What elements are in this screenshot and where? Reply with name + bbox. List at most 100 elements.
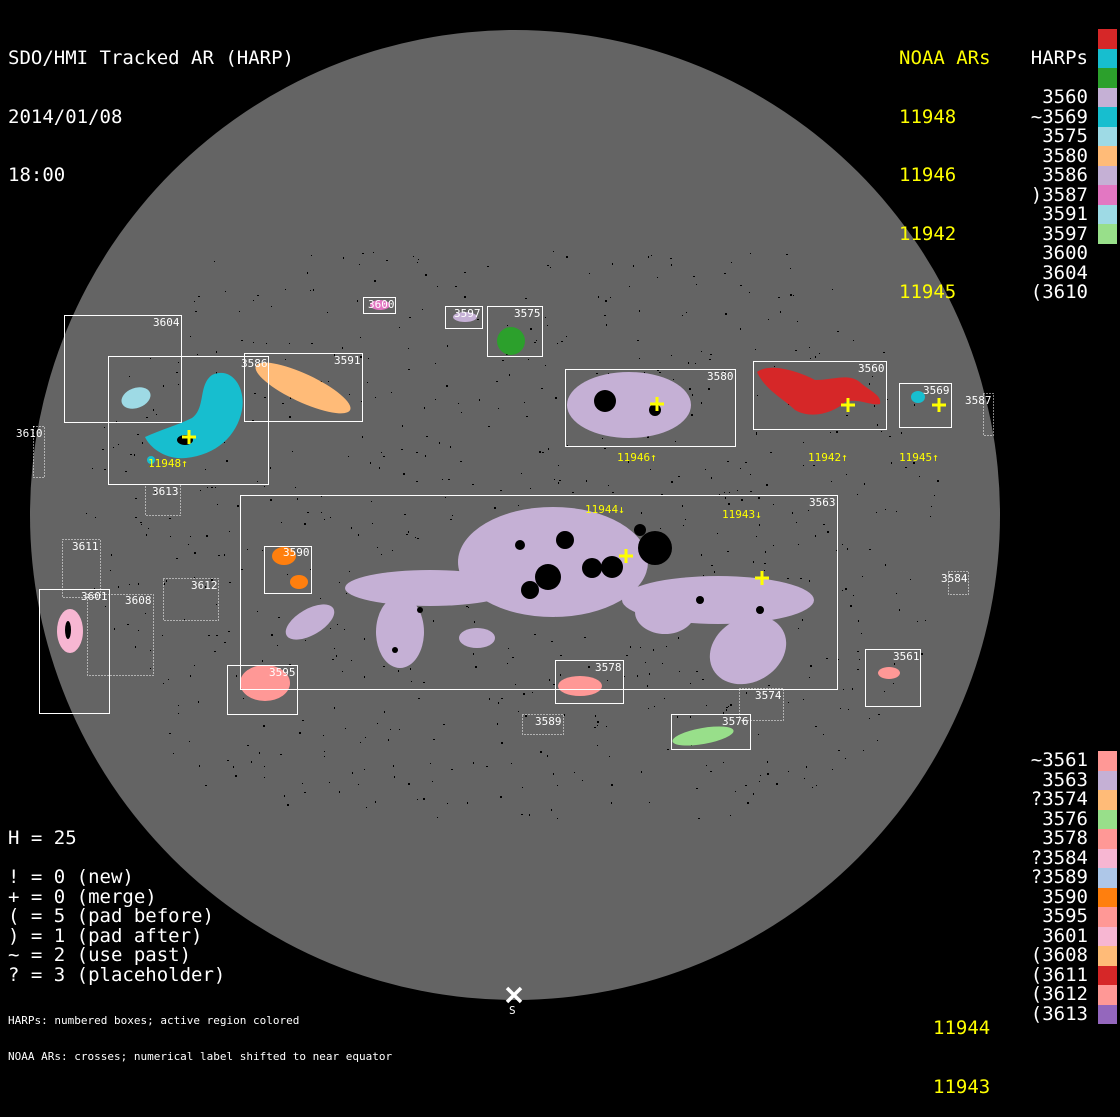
harp-box-3597[interactable] bbox=[445, 306, 483, 329]
flux-speck bbox=[375, 801, 376, 803]
flux-speck bbox=[225, 291, 226, 292]
flux-speck bbox=[433, 620, 434, 622]
flux-speck bbox=[773, 504, 774, 505]
flux-speck bbox=[345, 728, 346, 729]
harp-box-3560[interactable] bbox=[753, 361, 887, 430]
harp-box-3595[interactable] bbox=[227, 665, 298, 715]
harp-box-3610[interactable] bbox=[33, 426, 45, 478]
sunspots-3563 bbox=[392, 524, 764, 653]
flux-speck bbox=[691, 414, 693, 416]
harp-color-swatch bbox=[1098, 868, 1117, 888]
flux-speck bbox=[200, 490, 201, 491]
flux-speck bbox=[696, 671, 698, 672]
harp-legend-item: 3591 bbox=[1042, 203, 1088, 225]
active-region-3560 bbox=[757, 367, 881, 415]
flux-speck bbox=[507, 325, 508, 326]
flux-speck bbox=[853, 340, 854, 341]
flux-speck bbox=[262, 660, 263, 662]
harp-label: 3613 bbox=[152, 485, 179, 498]
flux-speck bbox=[842, 544, 843, 545]
flux-speck bbox=[740, 468, 741, 469]
harp-box-3561[interactable] bbox=[865, 649, 921, 707]
flux-speck bbox=[798, 628, 799, 629]
harp-label: 3597 bbox=[454, 307, 481, 320]
harp-label: 3604 bbox=[153, 316, 180, 329]
flux-speck bbox=[447, 345, 448, 347]
harp-box-3612[interactable] bbox=[163, 578, 219, 621]
flux-speck bbox=[719, 494, 720, 495]
flux-speck bbox=[558, 465, 559, 466]
flux-speck bbox=[342, 347, 343, 349]
harp-legend-item: 3590 bbox=[1042, 885, 1088, 908]
flux-speck bbox=[651, 255, 652, 256]
harp-box-3608[interactable] bbox=[87, 594, 154, 676]
flux-speck bbox=[637, 340, 639, 341]
flux-speck bbox=[409, 317, 411, 318]
flux-speck bbox=[332, 659, 334, 660]
flux-speck bbox=[150, 358, 151, 359]
flux-speck bbox=[364, 638, 365, 640]
flux-speck bbox=[328, 381, 329, 382]
harp-box-3589[interactable] bbox=[522, 714, 564, 735]
harp-legend-item: 3576 bbox=[1042, 807, 1088, 830]
flux-speck bbox=[398, 670, 399, 672]
flux-speck bbox=[647, 436, 649, 438]
flux-speck bbox=[524, 402, 525, 403]
harp-box-3580[interactable] bbox=[565, 369, 736, 447]
harp-box-3563[interactable] bbox=[240, 495, 838, 690]
flux-speck bbox=[216, 372, 217, 374]
flux-speck bbox=[474, 621, 475, 623]
harp-legend-item: (3611 bbox=[1030, 963, 1088, 986]
flux-speck bbox=[553, 684, 555, 685]
flux-speck bbox=[334, 707, 335, 709]
harp-box-3604[interactable] bbox=[64, 315, 182, 423]
flux-speck bbox=[224, 642, 226, 643]
harp-color-swatch bbox=[1098, 1004, 1117, 1024]
flux-speck bbox=[224, 442, 225, 443]
harp-box-3586[interactable] bbox=[108, 356, 269, 485]
harp-box-3578[interactable] bbox=[555, 660, 624, 704]
harp-box-3611[interactable] bbox=[62, 539, 101, 598]
harp-box-3587[interactable] bbox=[983, 393, 994, 436]
harp-box-3591[interactable] bbox=[244, 353, 363, 422]
harp-box-3600[interactable] bbox=[363, 297, 396, 314]
flux-speck bbox=[540, 751, 542, 753]
flux-speck bbox=[528, 359, 529, 360]
flux-speck bbox=[118, 444, 119, 445]
date: 2014/01/08 bbox=[8, 105, 123, 128]
flux-speck bbox=[795, 350, 797, 351]
flux-speck bbox=[86, 513, 87, 514]
harp-box-3576[interactable] bbox=[671, 714, 751, 750]
flux-speck bbox=[371, 501, 372, 502]
harp-box-3575[interactable] bbox=[487, 306, 543, 357]
harp-color-swatch bbox=[1098, 185, 1117, 205]
flux-speck bbox=[594, 727, 596, 728]
flux-speck bbox=[342, 671, 343, 672]
flux-speck bbox=[557, 343, 558, 344]
flux-speck bbox=[837, 331, 839, 332]
stat-line: + = 0 (merge) bbox=[8, 885, 157, 908]
harp-box-3584[interactable] bbox=[948, 571, 969, 595]
flux-speck bbox=[682, 315, 683, 316]
active-region-3604 bbox=[121, 387, 151, 409]
flux-speck bbox=[150, 650, 151, 651]
harp-box-3590[interactable] bbox=[264, 546, 312, 594]
flux-speck bbox=[610, 297, 611, 298]
flux-speck bbox=[176, 558, 178, 559]
flux-speck bbox=[135, 517, 137, 518]
harp-box-3574[interactable] bbox=[739, 688, 784, 721]
flux-speck bbox=[184, 619, 185, 620]
flux-speck bbox=[529, 814, 530, 816]
flux-speck bbox=[910, 579, 911, 580]
flux-speck bbox=[685, 519, 686, 520]
flux-speck bbox=[452, 515, 453, 516]
flux-speck bbox=[105, 606, 106, 607]
harp-box-3569[interactable] bbox=[899, 383, 952, 428]
flux-speck bbox=[690, 683, 691, 684]
stat-line: ( = 5 (pad before) bbox=[8, 905, 214, 927]
flux-speck bbox=[330, 628, 331, 629]
flux-speck bbox=[793, 295, 794, 296]
harp-box-3601[interactable] bbox=[39, 589, 110, 714]
flux-speck bbox=[589, 273, 590, 274]
flux-speck bbox=[917, 621, 918, 622]
